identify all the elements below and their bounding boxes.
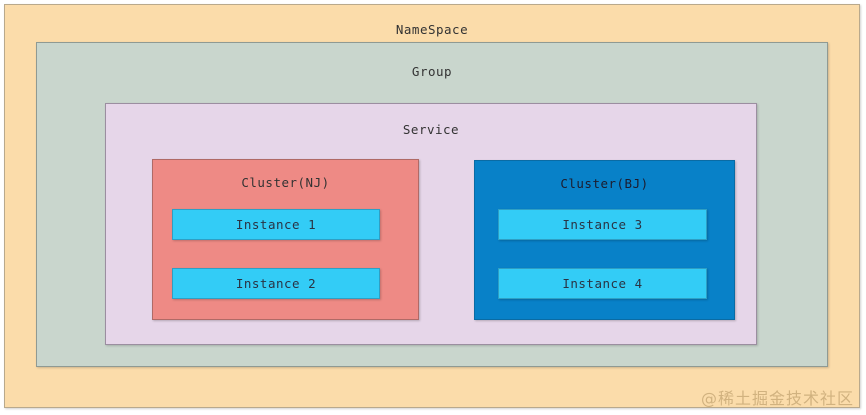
- namespace-label: NameSpace: [395, 22, 469, 37]
- cluster-nj-label: Cluster(NJ): [241, 175, 330, 190]
- instance-box-1: Instance 1: [172, 209, 380, 240]
- instance-label-1: Instance 1: [235, 217, 317, 232]
- instance-box-2: Instance 2: [172, 268, 380, 299]
- group-label: Group: [411, 64, 453, 79]
- instance-box-3: Instance 3: [498, 209, 707, 240]
- cluster-bj-label: Cluster(BJ): [560, 176, 649, 191]
- instance-label-3: Instance 3: [562, 217, 643, 232]
- instance-label-2: Instance 2: [235, 276, 317, 291]
- service-label: Service: [402, 122, 460, 137]
- watermark: @稀土掘金技术社区: [700, 389, 854, 408]
- instance-label-4: Instance 4: [562, 276, 643, 291]
- instance-box-4: Instance 4: [498, 268, 707, 299]
